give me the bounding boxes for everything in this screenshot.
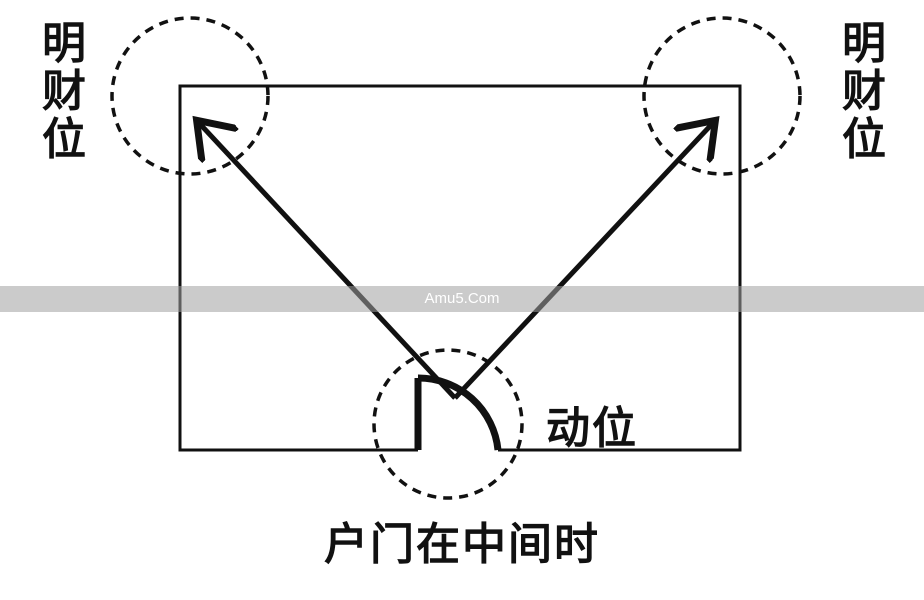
bright-wealth-label-right: 明财位 [842,18,886,165]
door-zone-circle [372,348,524,500]
diagram-caption: 户门在中间时 [324,519,600,570]
arrow-to-right-wealth [453,124,712,400]
moving-position-label: 动位 [546,403,638,454]
room-outline [178,84,742,452]
wealth-zone-right-circle [642,16,802,176]
door-swing-arc [417,374,502,451]
watermark-text: Amu5.Com [424,290,500,307]
wealth-zone-left-circle [110,16,270,176]
watermark-band [0,286,924,312]
bright-wealth-label-left: 明财位 [42,18,86,165]
arrow-to-left-wealth [200,124,457,400]
